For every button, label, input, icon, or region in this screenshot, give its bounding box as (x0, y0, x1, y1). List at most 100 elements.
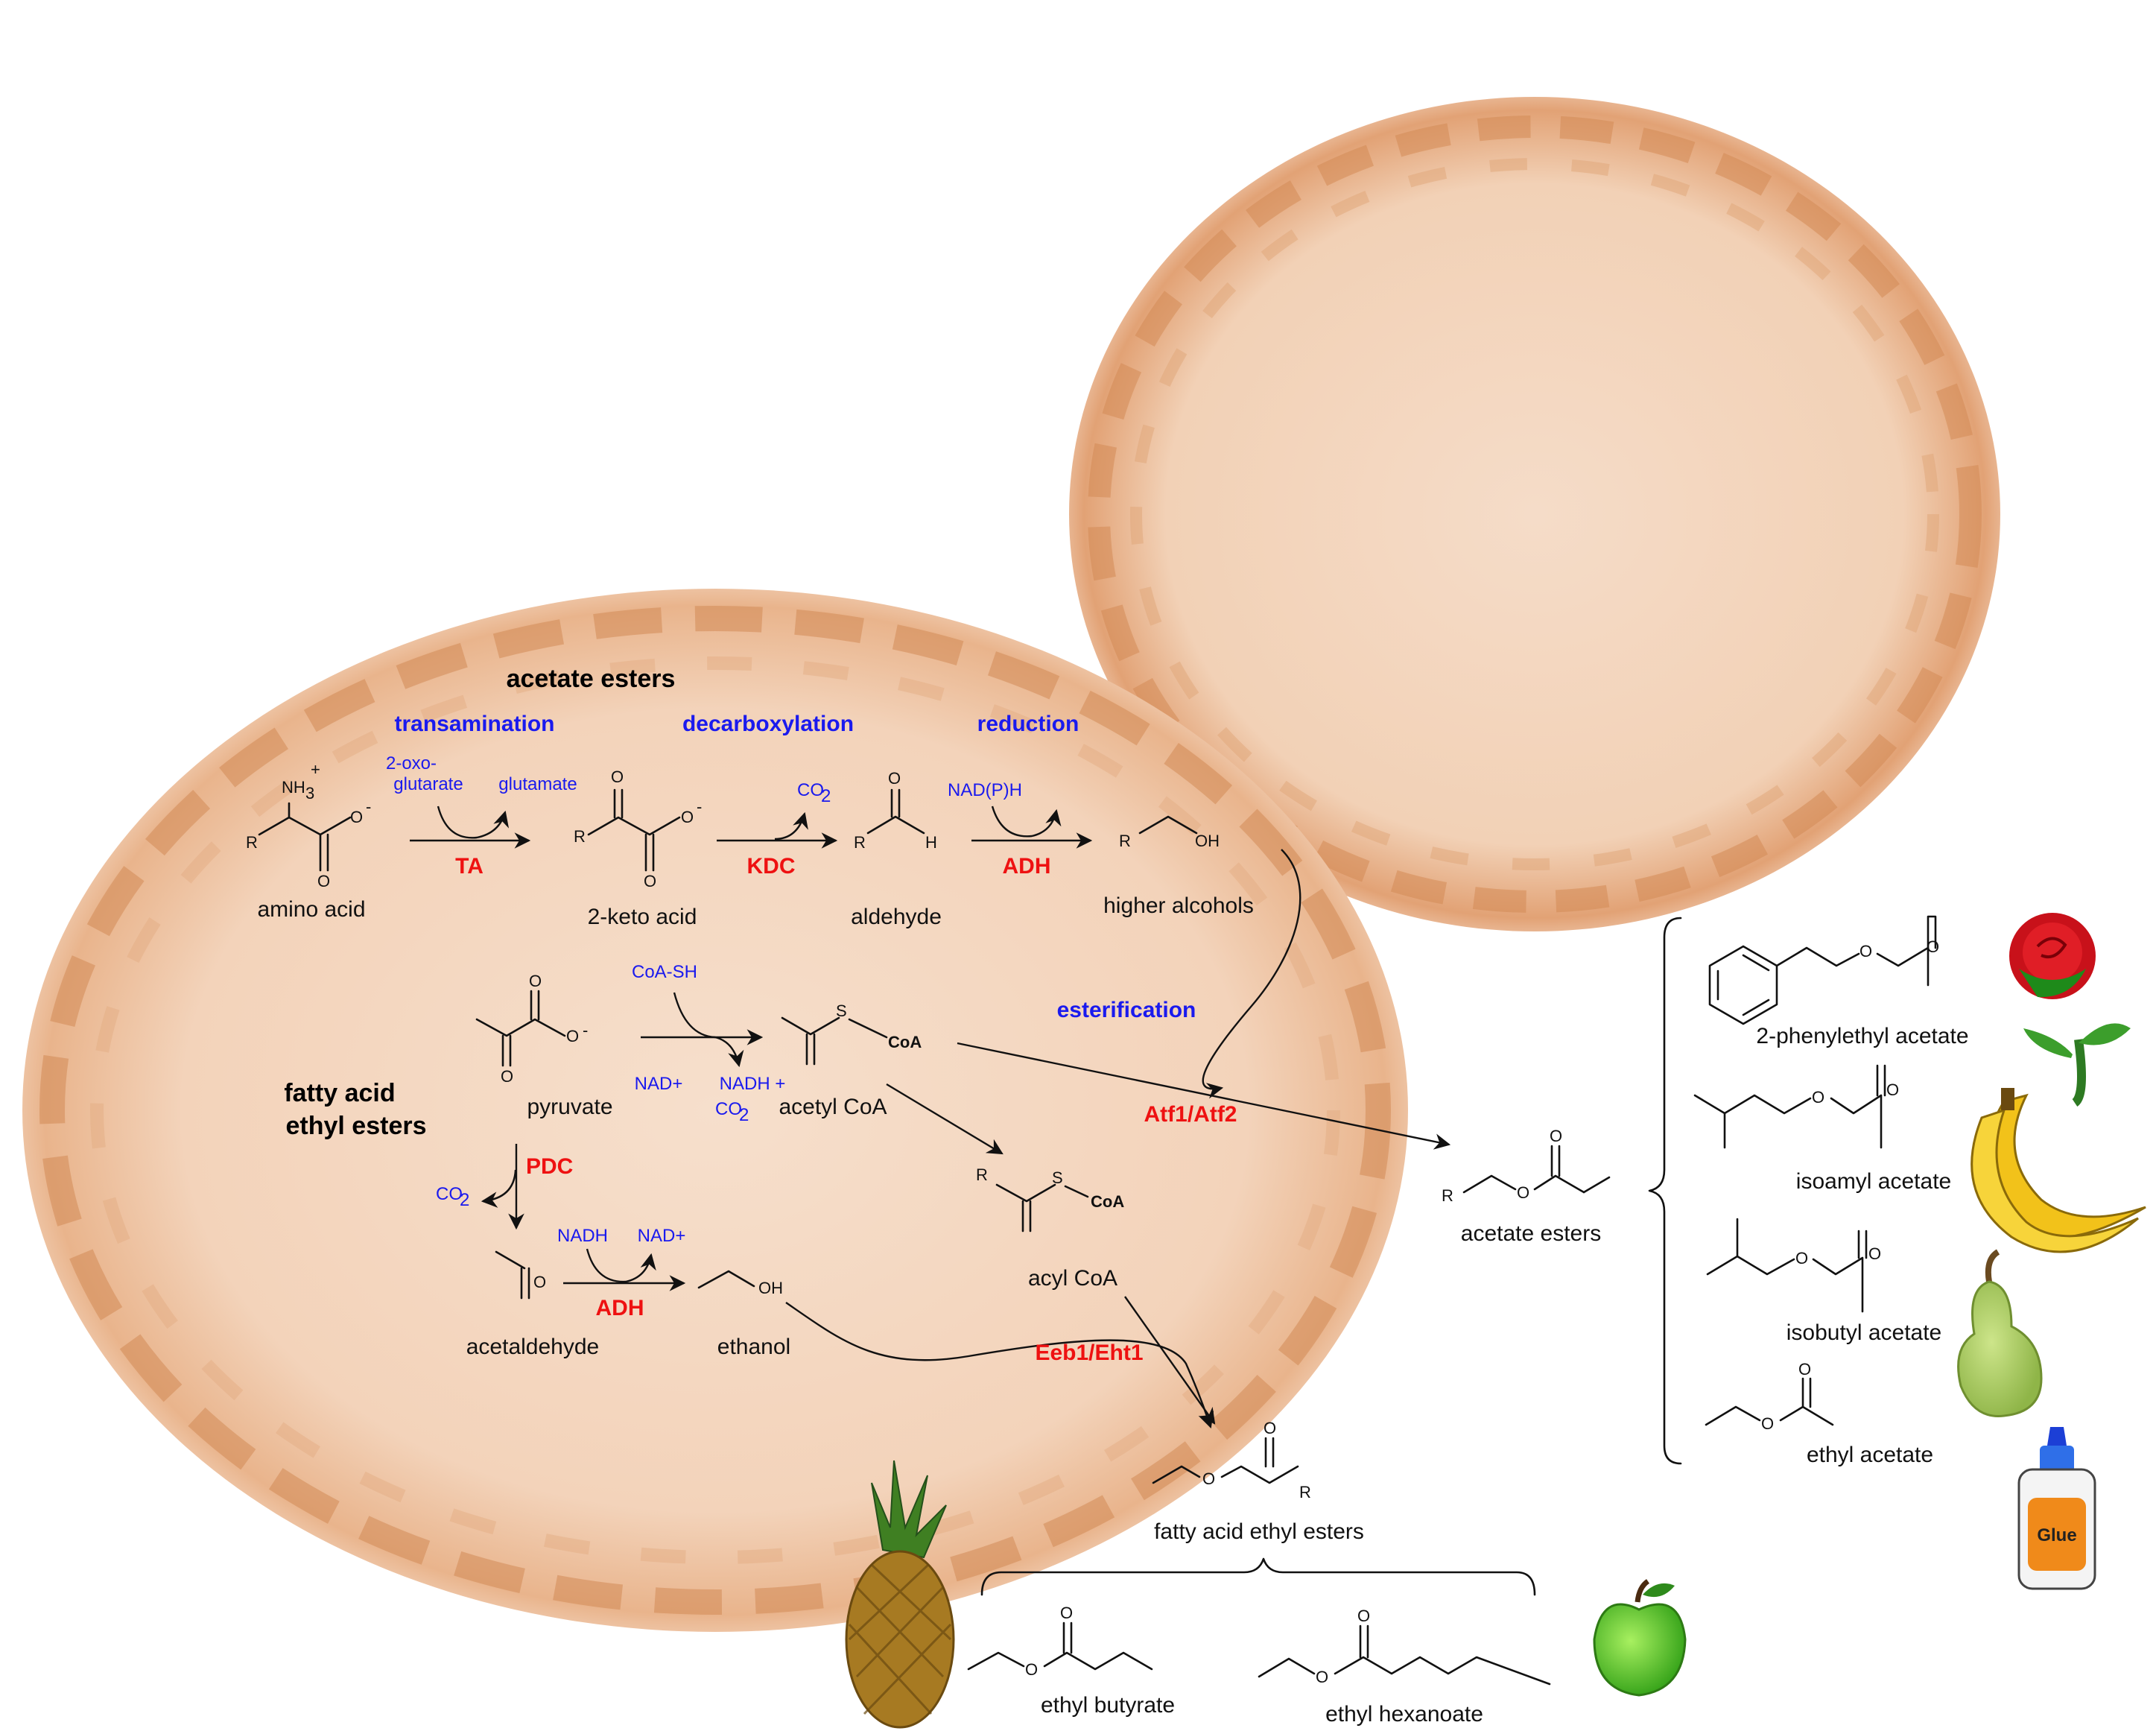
pear-icon (1957, 1249, 2043, 1417)
acetaldehyde-label: acetaldehyde (466, 1335, 599, 1359)
nadh-plus-label: NADH + (720, 1074, 786, 1094)
svg-text:O: O (317, 872, 330, 890)
svg-text:+: + (311, 760, 320, 779)
svg-text:R: R (854, 833, 866, 852)
amino-acid-label: amino acid (257, 897, 365, 922)
transamination-label: transamination (394, 712, 554, 736)
rose-icon (2009, 913, 2131, 1107)
coash-label: CoA-SH (632, 962, 697, 982)
svg-text:O: O (1060, 1604, 1073, 1622)
acetate-esters-label: acetate esters (1461, 1221, 1601, 1246)
example-isobutyl-acetate: isobutyl acetate (1786, 1320, 1941, 1345)
apple-icon (1593, 1579, 1687, 1697)
svg-text:O: O (1761, 1414, 1774, 1433)
svg-text:O: O (533, 1273, 546, 1291)
co2-pdc-label: CO (436, 1184, 463, 1204)
co2-pdh-label: CO (715, 1099, 742, 1119)
svg-text:-: - (366, 797, 371, 816)
glue-icon: Glue (2017, 1427, 2096, 1590)
svg-text:NH: NH (282, 778, 305, 797)
example-ethyl-hexanoate: ethyl hexanoate (1325, 1702, 1483, 1727)
ethanol-label: ethanol (717, 1335, 790, 1359)
nadph-label: NAD(P)H (948, 780, 1022, 800)
oxoglutarate-label-line2: glutarate (393, 774, 463, 794)
svg-text:O: O (611, 768, 624, 786)
yeast-cell-background (22, 97, 2000, 1632)
ethyl-hexanoate-structure: O O (1258, 1607, 1551, 1686)
reduction-label: reduction (977, 712, 1079, 736)
aldehyde-label: aldehyde (851, 905, 942, 929)
svg-text:O: O (529, 972, 542, 990)
example-ethyl-butyrate: ethyl butyrate (1041, 1693, 1175, 1718)
svg-text:-: - (697, 797, 702, 816)
svg-text:O: O (1025, 1660, 1038, 1679)
svg-text:O: O (501, 1067, 513, 1086)
fatty-acid-ethyl-esters-label: fatty acid ethyl esters (1154, 1519, 1364, 1544)
svg-text:O: O (1264, 1419, 1276, 1437)
higher-alcohols-label: higher alcohols (1103, 893, 1254, 918)
pineapple-icon (845, 1460, 955, 1729)
svg-text:R: R (246, 833, 258, 852)
enzyme-kdc: KDC (747, 854, 796, 879)
svg-text:CoA: CoA (1091, 1192, 1124, 1211)
example-ethyl-acetate: ethyl acetate (1807, 1443, 1933, 1467)
enzyme-adh-bottom: ADH (596, 1296, 644, 1320)
svg-text:O: O (1202, 1469, 1215, 1488)
example-phenylethyl-acetate: 2-phenylethyl acetate (1756, 1024, 1968, 1048)
decarboxylation-label: decarboxylation (682, 712, 854, 736)
enzyme-ta: TA (455, 854, 483, 879)
svg-text:O: O (1357, 1607, 1370, 1625)
acyl-coa-structure: R S CoA (976, 1165, 1124, 1232)
svg-text:O: O (350, 808, 363, 826)
oxoglutarate-label-line1: 2-oxo- (386, 753, 437, 773)
esterification-label: esterification (1057, 998, 1196, 1022)
co2-pdc-subscript: 2 (460, 1190, 469, 1210)
svg-text:R: R (574, 827, 586, 846)
amino-acid-structure: R NH 3 + O - O (246, 760, 371, 890)
ethyl-butyrate-structure: O O (967, 1604, 1153, 1679)
acetate-esters-heading: acetate esters (507, 665, 676, 693)
svg-text:OH: OH (758, 1279, 783, 1297)
nad-plus-label-2: NAD+ (638, 1226, 686, 1246)
svg-text:O: O (1550, 1127, 1562, 1145)
isoamyl-acetate-structure: O O (1693, 1064, 1899, 1149)
svg-text:O: O (1798, 1360, 1811, 1379)
pyruvate-structure: O O - O (475, 972, 588, 1086)
glutamate-label: glutamate (498, 774, 577, 794)
co2-kdc-subscript: 2 (821, 786, 831, 806)
faee-structure: O O R (1152, 1419, 1311, 1501)
higher-alcohol-structure: R OH (1119, 815, 1220, 850)
banana-icon (1970, 1088, 2146, 1253)
co2-pdh-subscript: 2 (739, 1105, 749, 1125)
ethanol-structure: OH (697, 1270, 783, 1297)
svg-text:O: O (566, 1027, 579, 1045)
co2-kdc-label: CO (797, 780, 824, 800)
keto-acid-label: 2-keto acid (588, 905, 697, 929)
svg-text:O: O (1927, 937, 1939, 956)
acyl-coa-label: acyl CoA (1028, 1266, 1117, 1291)
svg-text:O: O (888, 769, 901, 788)
svg-text:O: O (681, 808, 694, 826)
keto-acid-structure: R O O - O (574, 768, 702, 890)
svg-text:R: R (1299, 1483, 1311, 1501)
ethyl-examples-brace (980, 1557, 1536, 1596)
svg-text:O: O (644, 872, 656, 890)
svg-text:O: O (1517, 1183, 1529, 1202)
svg-text:O: O (1868, 1244, 1881, 1263)
pyruvate-label: pyruvate (527, 1095, 612, 1119)
acetyl-coa-structure: S CoA (781, 1001, 922, 1066)
svg-text:O: O (1316, 1668, 1328, 1686)
isobutyl-acetate-structure: O O (1706, 1218, 1881, 1313)
acetate-examples-brace (1648, 917, 1682, 1465)
acetaldehyde-structure: O (495, 1250, 546, 1300)
enzyme-atf: Atf1/Atf2 (1144, 1102, 1237, 1127)
svg-text:O: O (1886, 1080, 1899, 1099)
svg-text:O: O (1859, 942, 1872, 961)
svg-text:R: R (1119, 832, 1131, 850)
phenylethyl-acetate-structure: O O (1708, 915, 1939, 1025)
svg-text:CoA: CoA (888, 1033, 922, 1051)
fatty-acid-ethyl-esters-heading-line2: ethyl esters (286, 1112, 427, 1140)
svg-text:R: R (976, 1165, 988, 1184)
fatty-acid-ethyl-esters-heading-line1: fatty acid (284, 1079, 395, 1107)
